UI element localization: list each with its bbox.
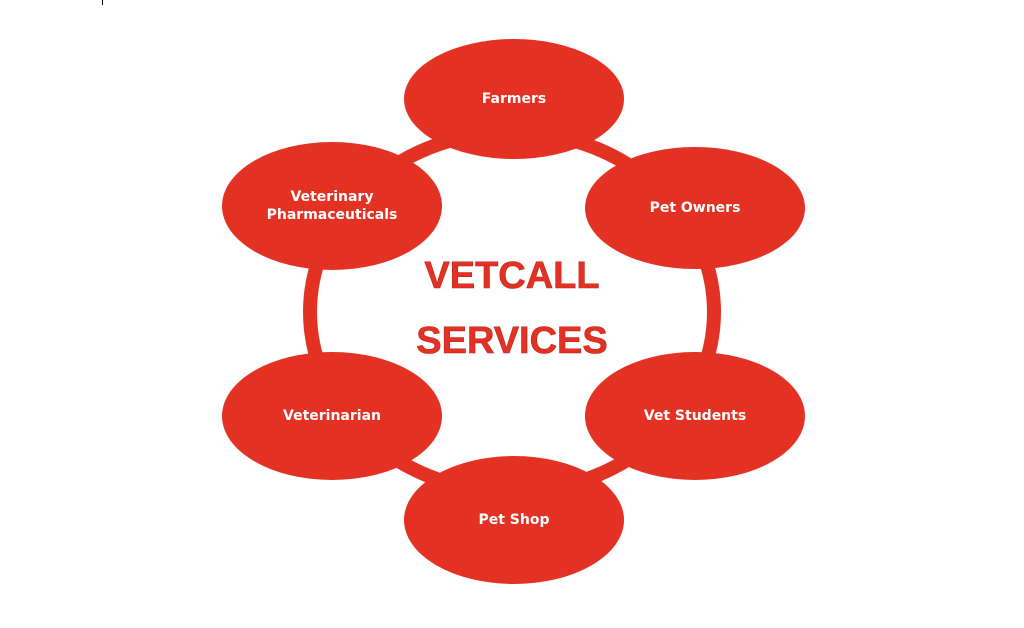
node-pet-shop-shape bbox=[404, 456, 624, 584]
node-farmers: Farmers bbox=[404, 39, 624, 159]
node-veterinary-pharmaceuticals-shape bbox=[222, 142, 442, 270]
node-pet-owners-label-1: Pet Owners bbox=[650, 200, 741, 216]
node-vet-students: Vet Students bbox=[585, 352, 805, 480]
node-veterinary-pharmaceuticals-label-2: Pharmaceuticals bbox=[267, 207, 398, 223]
node-veterinarian-label-1: Veterinarian bbox=[283, 408, 381, 424]
node-pet-owners: Pet Owners bbox=[585, 147, 805, 269]
node-vet-students-label-1: Vet Students bbox=[644, 408, 746, 424]
node-vet-students-shape bbox=[585, 352, 805, 480]
center-title-line-1: VETCALL bbox=[424, 255, 599, 297]
node-veterinarian: Veterinarian bbox=[222, 352, 442, 480]
node-pet-shop-label-1: Pet Shop bbox=[478, 512, 549, 528]
text-cursor-mark bbox=[102, 0, 103, 5]
node-farmers-label-1: Farmers bbox=[482, 91, 546, 107]
node-pet-shop: Pet Shop bbox=[404, 456, 624, 584]
node-farmers-shape bbox=[404, 39, 624, 159]
node-veterinarian-shape bbox=[222, 352, 442, 480]
node-veterinary-pharmaceuticals-label-1: Veterinary bbox=[291, 189, 374, 205]
node-pet-owners-shape bbox=[585, 147, 805, 269]
center-title-line-2: SERVICES bbox=[416, 320, 607, 362]
